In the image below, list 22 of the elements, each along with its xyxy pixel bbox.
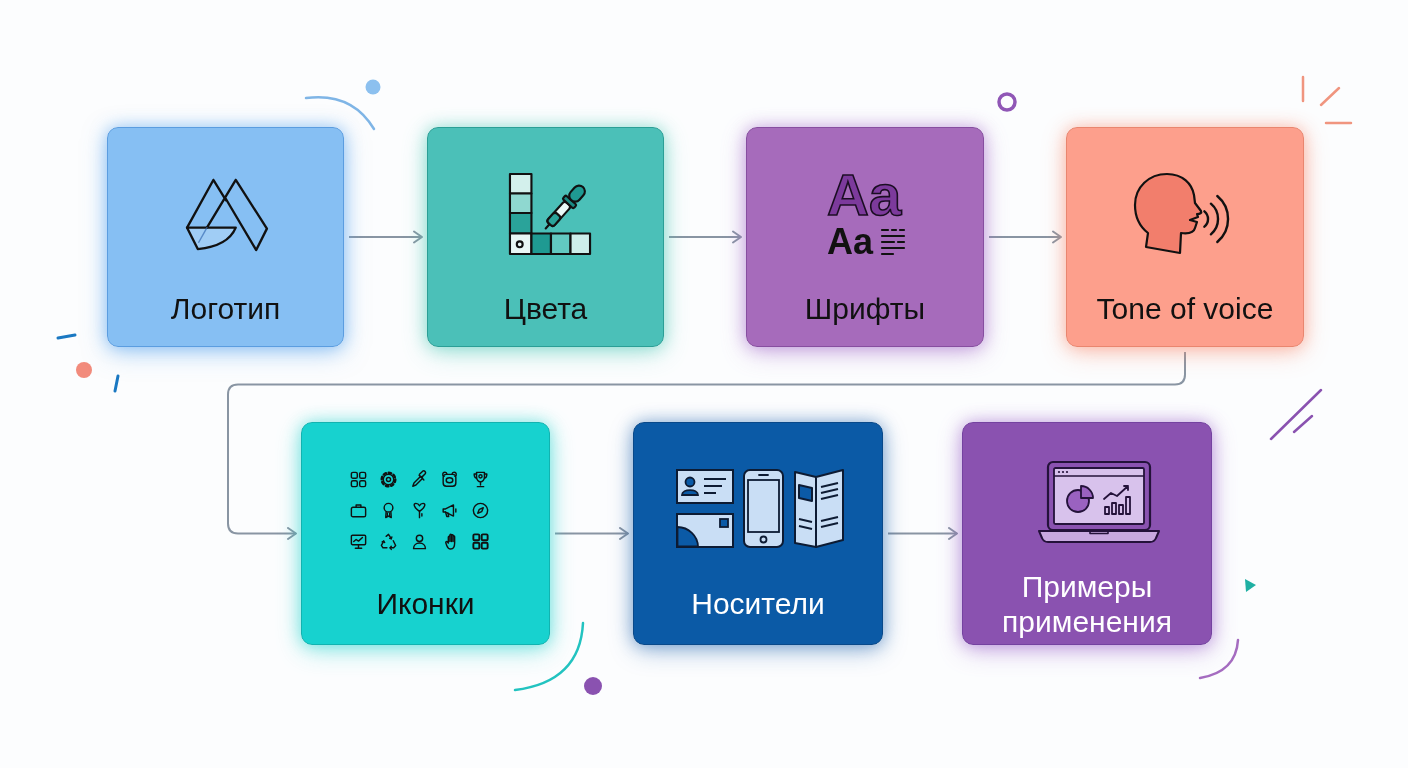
- arrow: [668, 230, 742, 244]
- arrow: [887, 527, 958, 540]
- step-title: Цвета: [503, 291, 588, 327]
- step-card: [1066, 127, 1304, 347]
- step-title: Логотип: [170, 291, 281, 327]
- arrow: [988, 230, 1062, 244]
- step-card: [107, 127, 344, 347]
- arrow: [348, 230, 423, 244]
- step-title: Шрифты: [804, 291, 926, 327]
- step-card: [427, 127, 664, 347]
- step-title: Примеры применения: [1001, 568, 1173, 640]
- step-title: Иконки: [376, 586, 475, 622]
- step-card: [633, 422, 883, 645]
- arrow: [227, 351, 1186, 540]
- step-card: [962, 422, 1212, 645]
- font-sample: Aa: [827, 166, 902, 224]
- step-card: [301, 422, 550, 645]
- step-title: Tone of voice: [1096, 291, 1274, 327]
- font-sample: Aa: [827, 224, 874, 260]
- step-card: [746, 127, 984, 347]
- arrow: [554, 527, 629, 540]
- step-title: Носители: [691, 586, 825, 622]
